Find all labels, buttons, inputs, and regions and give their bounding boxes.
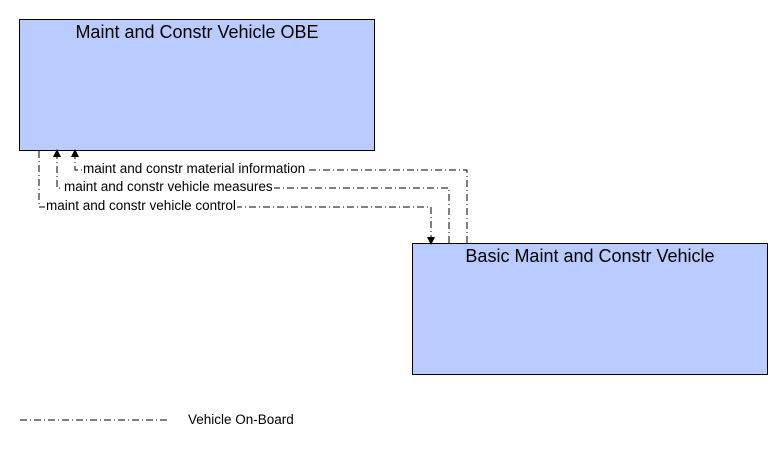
node-maint-and-constr-vehicle-obe[interactable]: Maint and Constr Vehicle OBE <box>19 19 375 151</box>
flow-label-material-information: maint and constr material information <box>82 161 307 177</box>
node-basic-maint-and-constr-vehicle[interactable]: Basic Maint and Constr Vehicle <box>412 243 768 375</box>
node-title: Maint and Constr Vehicle OBE <box>75 22 319 42</box>
legend-label: Vehicle On-Board <box>188 412 294 427</box>
flow-label-vehicle-measures: maint and constr vehicle measures <box>63 179 274 195</box>
flow-line-vehicle-measures <box>53 149 450 243</box>
node-title: Basic Maint and Constr Vehicle <box>465 246 715 266</box>
flow-label-vehicle-control: maint and constr vehicle control <box>45 198 237 214</box>
